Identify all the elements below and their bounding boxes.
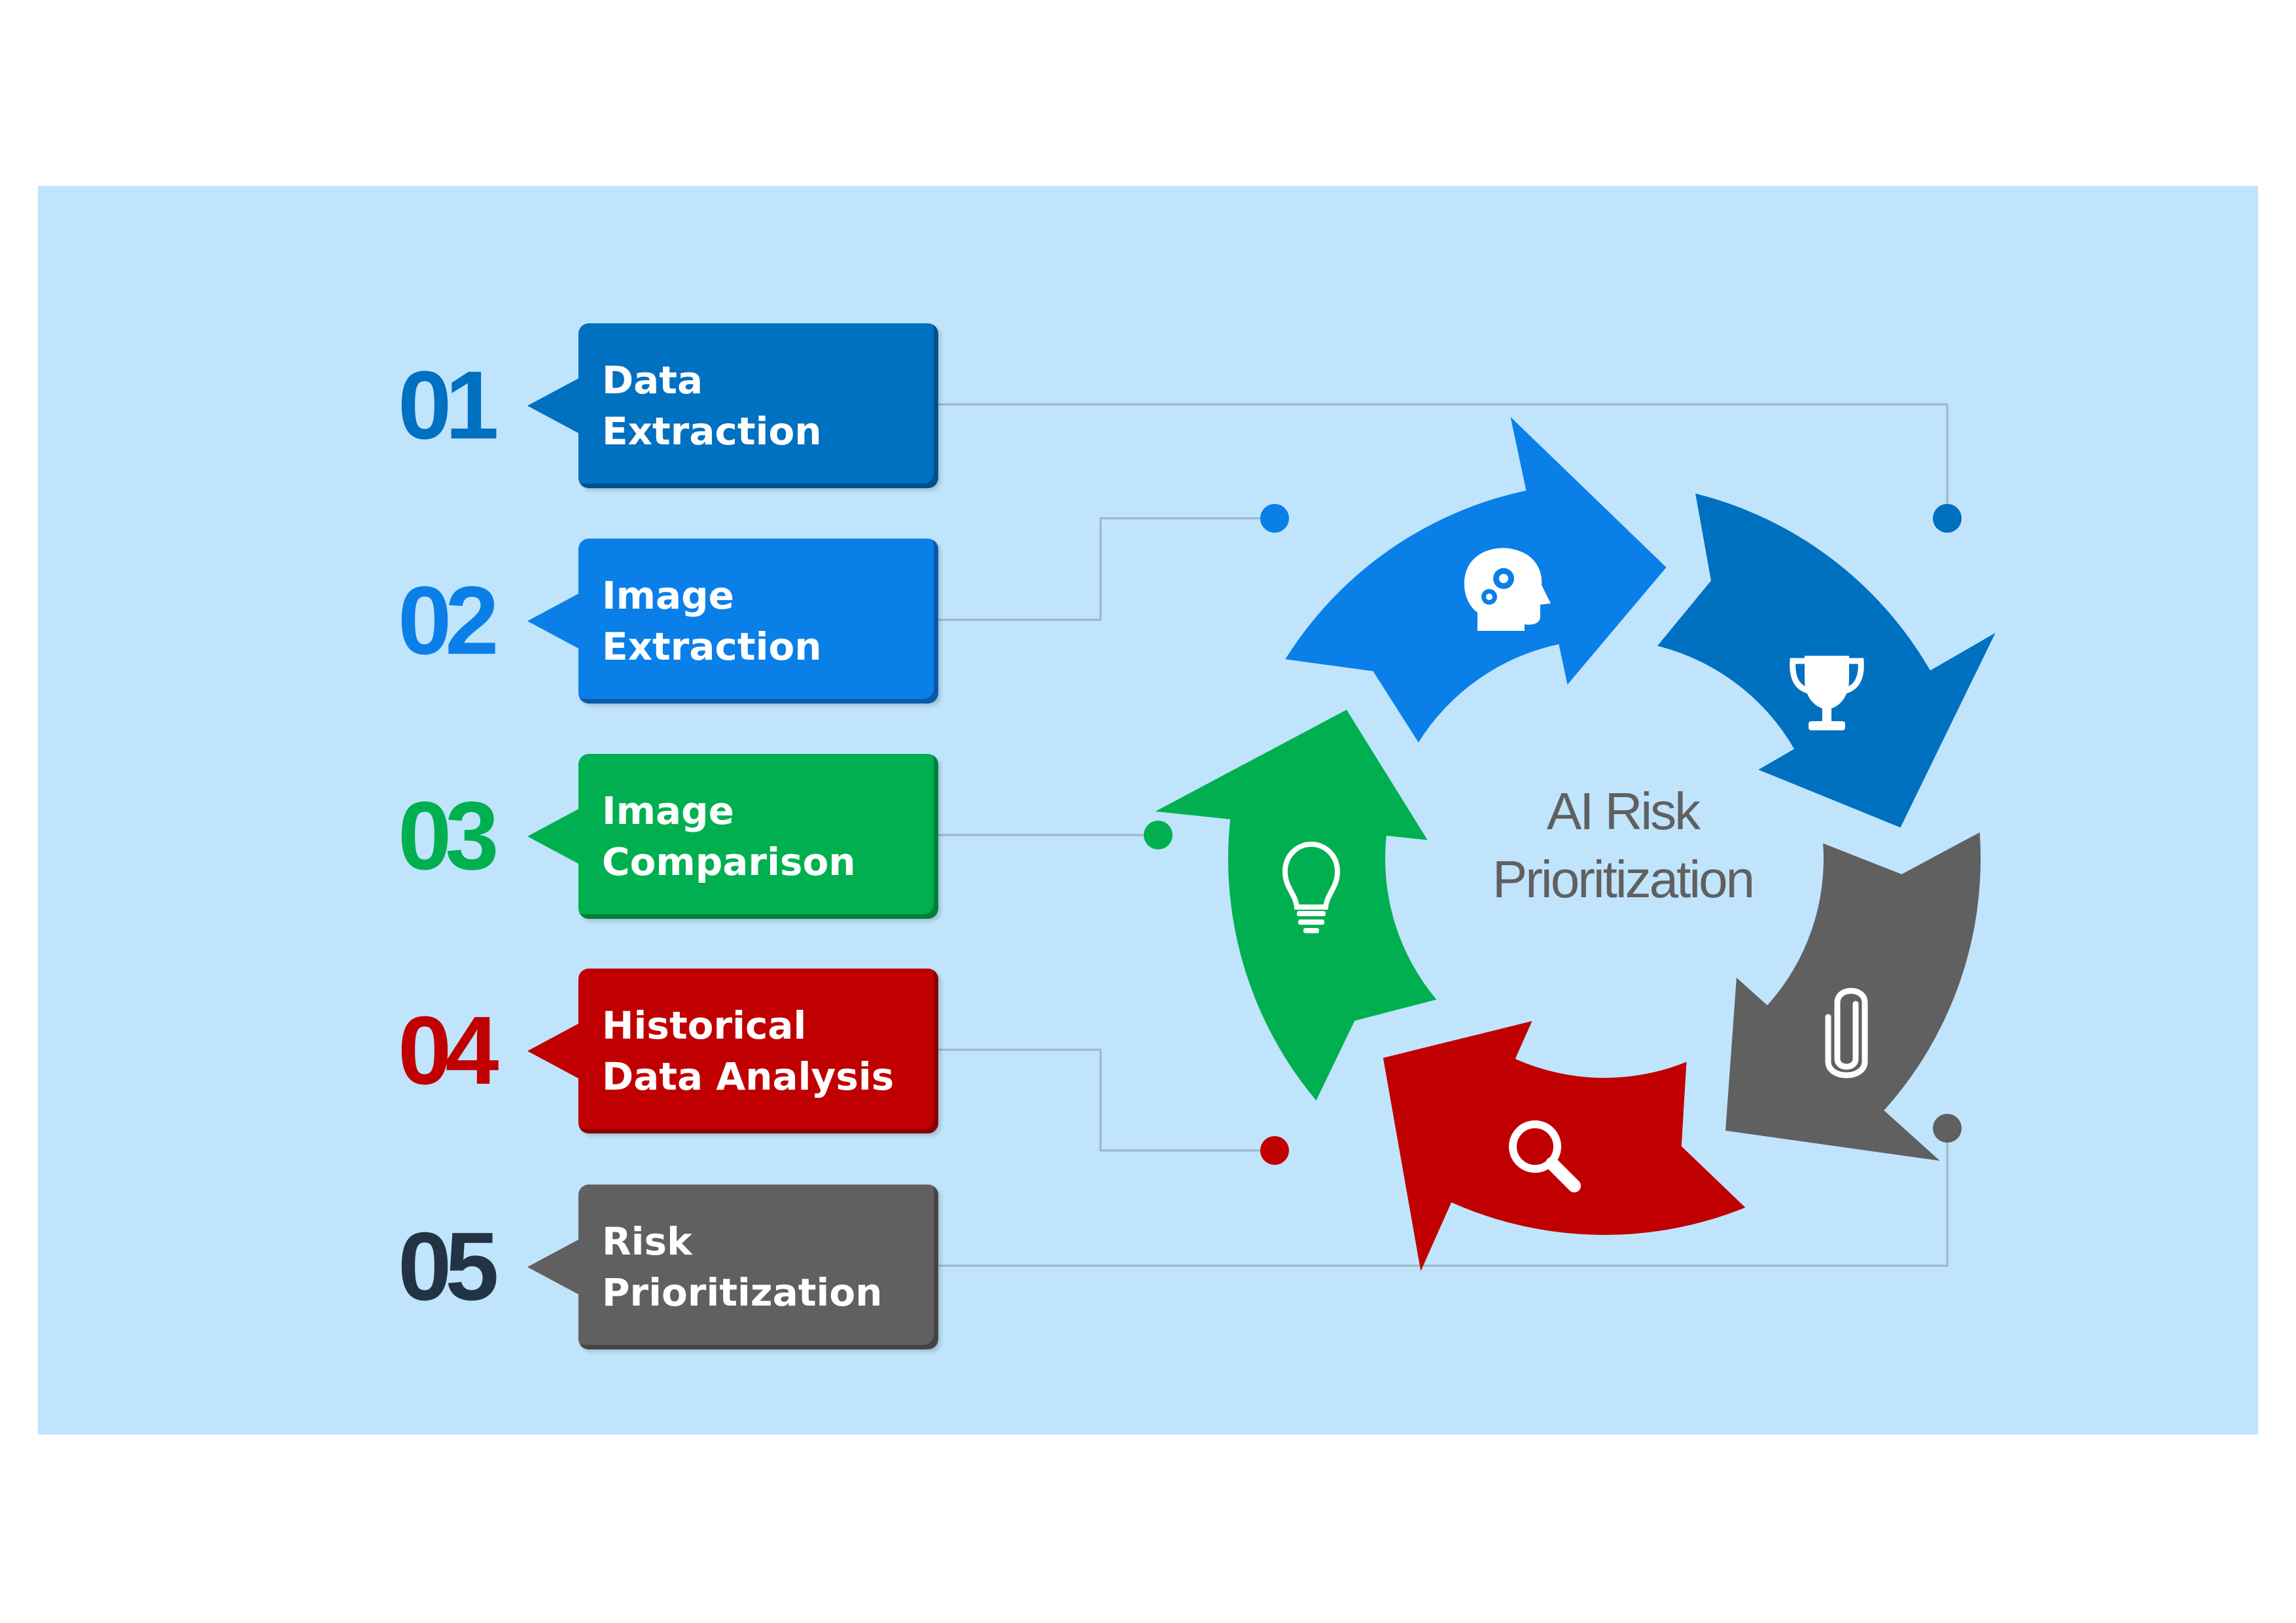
center-title-line-1: AI Risk [1546,782,1701,840]
step-box-2: Image Extraction [578,539,938,704]
step-label-5: Risk Prioritization [602,1219,883,1315]
lightbulb-icon [1282,841,1341,933]
step-label-1: Data Extraction [602,358,822,454]
connector-lines [938,403,1949,1267]
cycle-center-title: AI Risk Prioritization [1459,777,1786,914]
connector-dot-5 [1933,1114,1962,1143]
trophy-icon [1790,656,1864,730]
head-gears-icon [1464,548,1551,631]
connector-dots [1144,504,1962,1165]
step-box-5: Risk Prioritization [578,1185,938,1349]
step-label-2: Image Extraction [602,573,822,669]
center-title-line-2: Prioritization [1492,850,1755,908]
step-box-4: Historical Data Analysis [578,969,938,1133]
connector-dot-4 [1260,1136,1289,1165]
paperclip-icon [1825,988,1868,1079]
cycle-arrow-3 [1725,832,1981,1161]
step-label-3: Image Comparison [602,789,856,884]
cycle-icons [1282,548,1868,1192]
connector-line-4 [938,1048,1275,1152]
connector-line-5 [938,1128,1949,1267]
step-number-5: 05 [398,1213,499,1321]
step-label-4: Historical Data Analysis [602,1003,894,1099]
connector-dot-1 [1933,504,1962,533]
connector-dot-3 [1144,821,1173,849]
step-number-1: 01 [398,351,499,459]
step-box-1: Data Extraction [578,323,938,488]
connector-line-1 [938,403,1949,518]
cycle-arrow-4 [1383,1021,1746,1272]
step-box-3: Image Comparison [578,754,938,919]
step-number-4: 04 [398,997,499,1105]
step-number-2: 02 [398,567,499,675]
step-number-3: 03 [398,782,499,890]
magnifier-icon [1509,1120,1581,1192]
connector-line-2 [938,517,1275,621]
connector-dot-2 [1260,504,1289,533]
